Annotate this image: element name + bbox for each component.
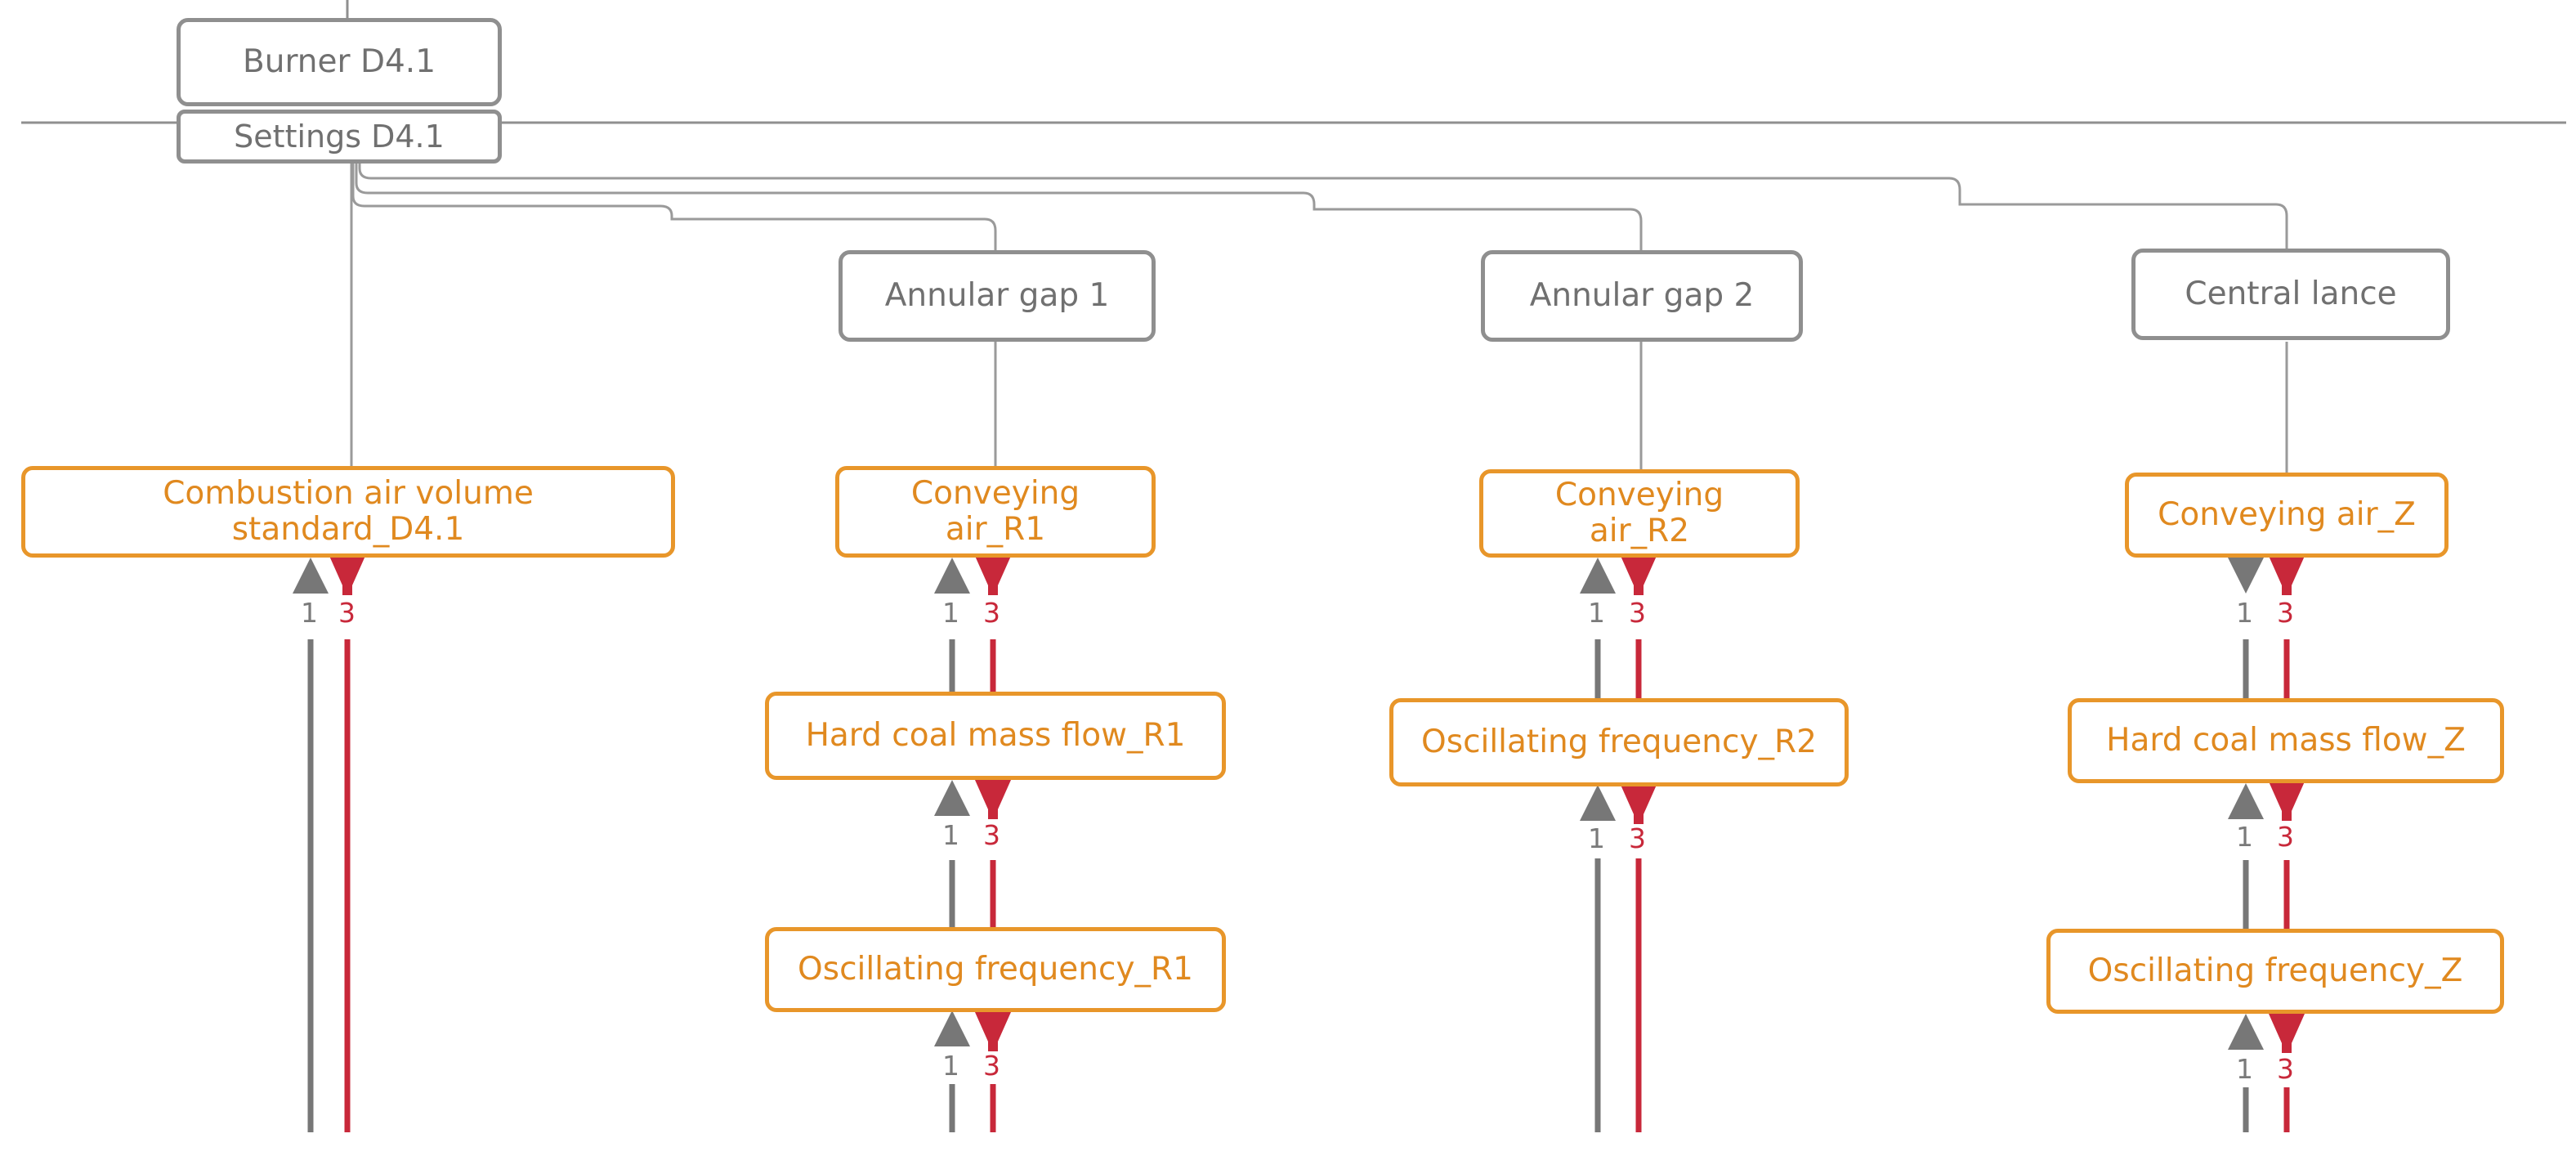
count-up-label: 1	[1588, 597, 1605, 629]
signal-node-conveying-air-z[interactable]: Conveying air_Z	[2125, 473, 2449, 558]
down-arrow-icon	[2269, 1014, 2305, 1053]
up-arrow-icon	[2228, 783, 2264, 819]
up-arrow-icon	[2228, 1014, 2264, 1050]
group-node-central-lance[interactable]: Central lance	[2131, 249, 2450, 340]
count-down-label: 3	[2277, 597, 2294, 629]
signal-node-osc-freq-r1[interactable]: Oscillating frequency_R1	[765, 927, 1226, 1012]
count-up-label: 1	[2236, 821, 2253, 853]
count-down-label: 3	[2277, 1053, 2294, 1085]
up-arrow-icon	[1580, 558, 1616, 594]
signal-label: Conveying air_Z	[2158, 496, 2416, 534]
group-label: Central lance	[2185, 276, 2397, 313]
down-arrow-icon	[1621, 785, 1657, 824]
down-arrow-icon	[329, 556, 365, 595]
down-arrow-icon	[2269, 556, 2305, 595]
group-node-annular-gap-2[interactable]: Annular gap 2	[1481, 250, 1803, 342]
signal-node-osc-freq-r2[interactable]: Oscillating frequency_R2	[1389, 698, 1849, 786]
count-down-label: 3	[1629, 597, 1646, 629]
settings-node-label: Settings D4.1	[234, 118, 445, 155]
signal-node-hard-coal-r1[interactable]: Hard coal mass flow_R1	[765, 692, 1226, 780]
down-arrow-icon	[1621, 556, 1657, 595]
connector-to-annular-gap-2	[355, 162, 1643, 252]
count-down-label: 3	[338, 597, 356, 629]
signal-label-line1: Conveying	[1554, 477, 1724, 514]
count-up-label: 1	[942, 819, 959, 851]
signal-label: Hard coal mass flow_Z	[2106, 722, 2466, 759]
connector-to-central-lance	[358, 162, 2288, 252]
up-arrow-icon	[934, 1010, 970, 1046]
count-up-label: 1	[942, 597, 959, 629]
signal-label: Oscillating frequency_R2	[1421, 724, 1817, 761]
flow-arrows	[293, 556, 2305, 1053]
group-label: Annular gap 1	[884, 277, 1110, 315]
up-arrow-icon	[934, 780, 970, 816]
group-label: Annular gap 2	[1529, 277, 1755, 315]
group-node-annular-gap-1[interactable]: Annular gap 1	[839, 250, 1156, 342]
count-up-label: 1	[942, 1050, 959, 1082]
tree-connectors	[350, 162, 2288, 474]
up-arrow-icon	[2228, 558, 2264, 594]
count-down-label: 3	[983, 597, 1000, 629]
burner-node[interactable]: Burner D4.1	[177, 18, 502, 106]
signal-label-line1: Conveying	[910, 475, 1080, 513]
down-arrow-icon	[975, 780, 1011, 819]
count-up-label: 1	[2236, 1053, 2253, 1085]
down-arrow-icon	[975, 1012, 1011, 1051]
signal-label-line2: air_R1	[945, 511, 1046, 548]
count-down-label: 3	[983, 819, 1000, 851]
up-arrow-icon	[1580, 785, 1616, 821]
count-up-label: 1	[301, 597, 318, 629]
signal-label: Hard coal mass flow_R1	[805, 717, 1186, 755]
count-up-label: 1	[2236, 597, 2253, 629]
up-arrow-icon	[934, 558, 970, 594]
signal-node-combustion-air[interactable]: Combustion air volume standard_D4.1	[21, 466, 675, 558]
down-arrow-icon	[975, 556, 1011, 595]
signal-label-line2: air_R2	[1589, 513, 1690, 549]
signal-label-line1: Combustion air volume	[163, 475, 534, 513]
count-down-label: 3	[983, 1050, 1000, 1082]
signal-label-line2: standard_D4.1	[231, 511, 465, 548]
flow-lines	[307, 639, 2290, 1132]
settings-node[interactable]: Settings D4.1	[177, 110, 502, 164]
connector-to-annular-gap-1	[351, 162, 997, 252]
signal-label: Oscillating frequency_Z	[2087, 952, 2463, 990]
burner-node-label: Burner D4.1	[242, 43, 436, 81]
signal-node-osc-freq-z[interactable]: Oscillating frequency_Z	[2046, 929, 2504, 1014]
count-up-label: 1	[1588, 822, 1605, 854]
signal-node-conveying-air-r2[interactable]: Conveying air_R2	[1479, 469, 1800, 558]
signal-label: Oscillating frequency_R1	[798, 951, 1193, 988]
signal-node-conveying-air-r1[interactable]: Conveying air_R1	[835, 466, 1156, 558]
down-arrow-icon	[2269, 782, 2305, 821]
count-down-label: 3	[1629, 822, 1646, 854]
count-down-label: 3	[2277, 821, 2294, 853]
signal-node-hard-coal-z[interactable]: Hard coal mass flow_Z	[2068, 698, 2504, 783]
up-arrow-icon	[293, 558, 329, 594]
